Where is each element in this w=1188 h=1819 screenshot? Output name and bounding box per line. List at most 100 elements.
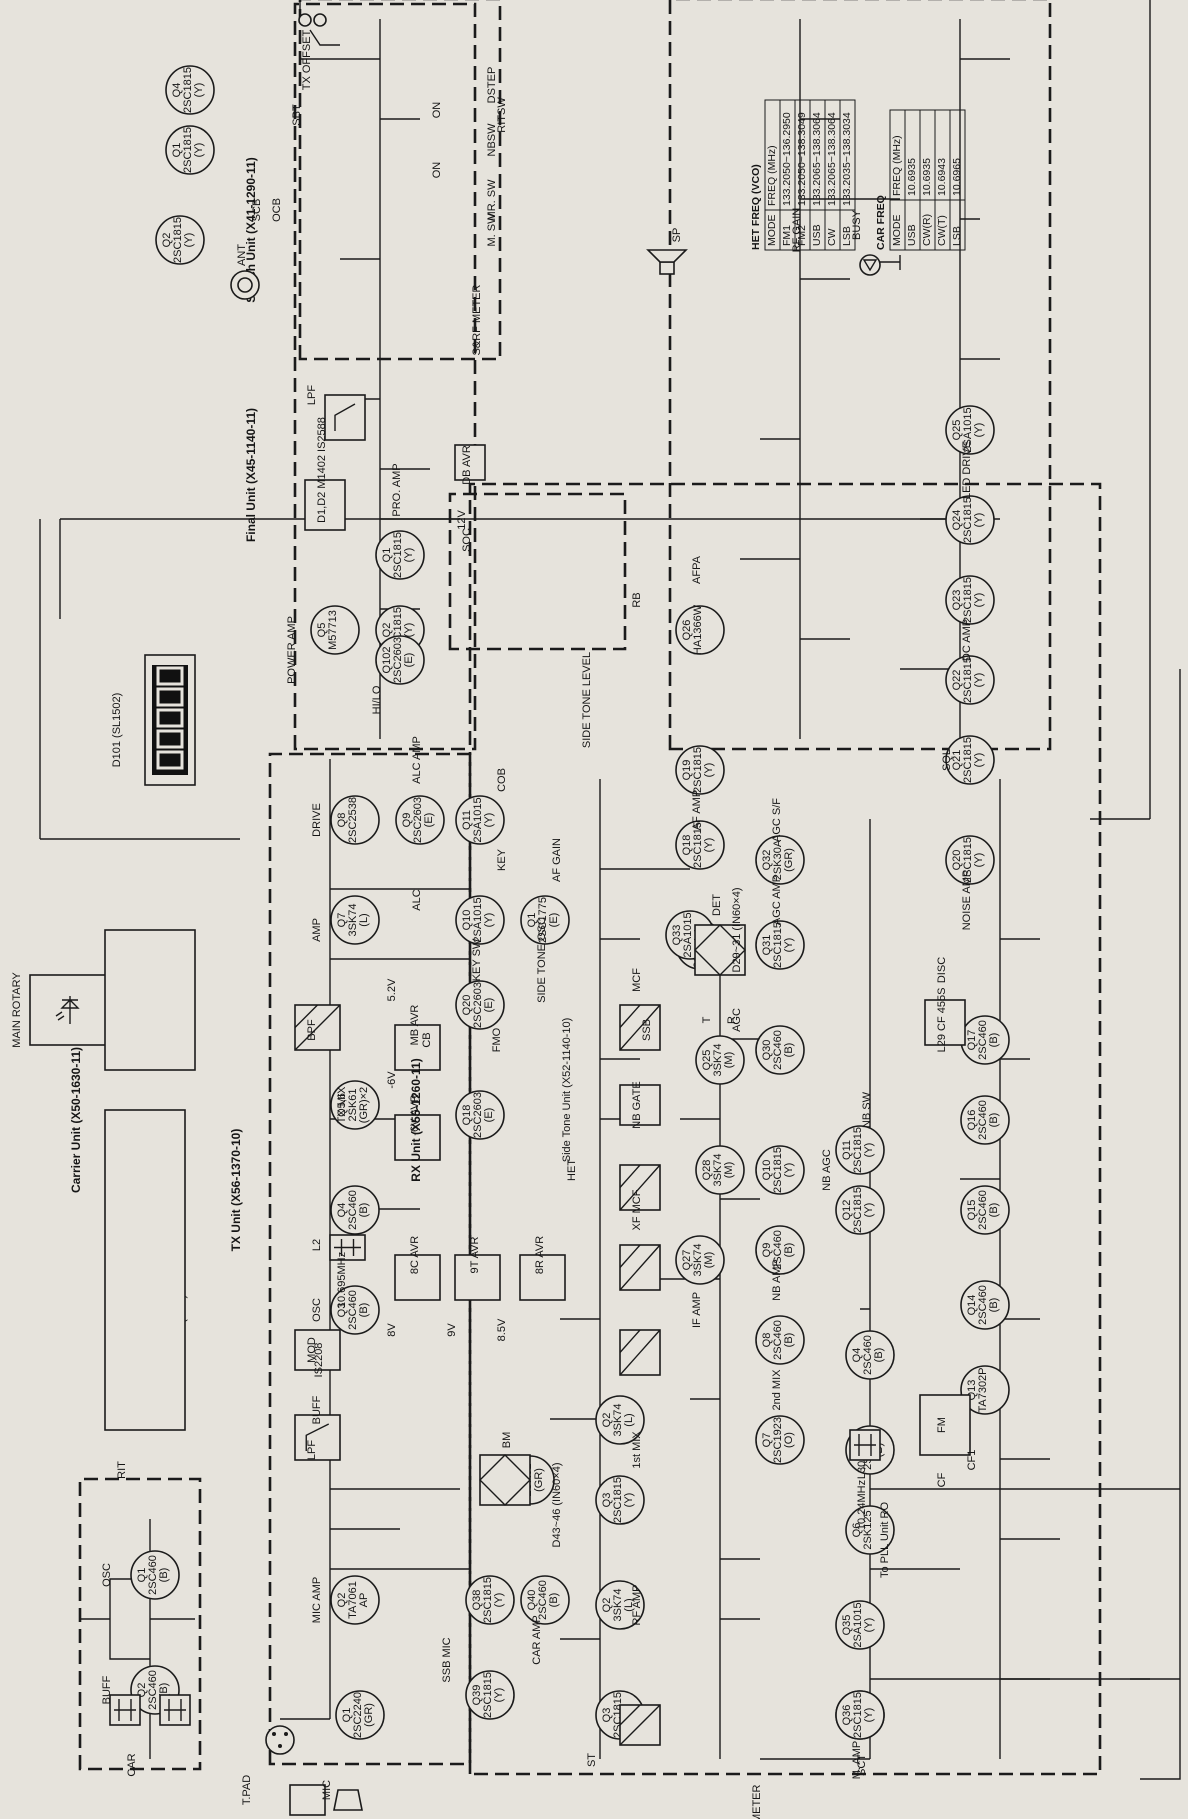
pro-amp-label: PRO. AMP xyxy=(391,463,403,516)
transistor-label: (Y) xyxy=(973,673,985,688)
table-cell: MODE xyxy=(766,215,778,247)
key-sw-label: KEY SW xyxy=(471,938,483,981)
transistor-label: (B) xyxy=(358,1303,370,1318)
transistor-label: (Y) xyxy=(863,1143,875,1158)
final-lpf-label: LPF xyxy=(306,385,318,405)
bm-bridge xyxy=(480,1455,530,1505)
het-label: HET xyxy=(566,1159,578,1181)
tpad-label: T.PAD xyxy=(241,1775,253,1805)
key-label: KEY xyxy=(496,848,508,871)
on-label-1: ON xyxy=(431,162,443,179)
transistor-label: (GR) xyxy=(533,1468,545,1492)
alc-label: ALC xyxy=(411,889,423,910)
transistor-label: M57713 xyxy=(327,610,339,650)
q5-power-amp: Q5M57713 xyxy=(311,606,359,654)
tx-lpf-label: LPF xyxy=(306,1440,318,1460)
cf-label: CF xyxy=(936,1472,948,1487)
q16-if-amp: Q162SC460(B) xyxy=(961,1096,1009,1144)
q18-cb-switch: Q182SC2603(E) xyxy=(456,1091,504,1139)
transistor-label: (Y) xyxy=(863,1203,875,1218)
transistor-label: (O) xyxy=(783,1432,795,1448)
avr-9t-label: 9T AVR xyxy=(469,1237,481,1274)
avr-8r-label: 8R AVR xyxy=(534,1236,546,1274)
transistor-label: (GR) xyxy=(363,1703,375,1727)
m-sw-label: M. SW xyxy=(486,213,498,247)
q12-nb-agc: Q122SC1815(Y) xyxy=(836,1186,884,1234)
final-unit-title: Final Unit (X45-1140-11) xyxy=(244,408,258,542)
q9-alc-amp: Q92SC2603(E) xyxy=(396,796,444,844)
sbt-label: SBT xyxy=(291,104,303,126)
if-amp-label: IF AMP xyxy=(691,1292,703,1328)
pll-unit-box xyxy=(105,1110,185,1430)
transistor-label: (Y) xyxy=(493,1688,505,1703)
table-cell: USB xyxy=(811,224,823,246)
q4-switch-unit: Q42SC1815(Y) xyxy=(166,66,214,114)
transistor-label: (Y) xyxy=(403,623,415,638)
m-amp-label: M. AMP xyxy=(851,1741,863,1780)
xtal-usb xyxy=(110,1695,140,1725)
ocb-label: OCB xyxy=(271,198,283,222)
table-cell: FM1 xyxy=(781,225,793,246)
table-title: CAR FREQ xyxy=(875,195,887,250)
cf-fm-filter xyxy=(290,1785,325,1815)
table-cell: 133.2035~138.3034 xyxy=(841,112,853,206)
q40-car-amp: Q402SC460(B) xyxy=(521,1576,569,1624)
transistor-label: (Y) xyxy=(973,423,985,438)
dc-amp-label: DC AMP xyxy=(961,619,973,661)
q8-drive: Q82SC2538 xyxy=(331,796,379,844)
det-label: DET xyxy=(711,894,723,916)
v12-label: 12V xyxy=(456,510,468,530)
carrier-buff-label: BUFF xyxy=(101,1675,113,1704)
table-cell: FREQ (MHz) xyxy=(891,135,903,196)
transistor-label: (B) xyxy=(988,1203,1000,1218)
q1-tx-mic-amp: Q12SC2240(GR) xyxy=(336,1691,384,1739)
q36-sct-switch: Q362SC1815(Y) xyxy=(836,1691,884,1739)
q8-nb-amp: Q82SC460(B) xyxy=(756,1316,804,1364)
q17-if-amp: Q172SC460(B) xyxy=(961,1016,1009,1064)
transistor-label: (L) xyxy=(358,913,370,926)
q30-buff: Q302SC460(B) xyxy=(756,1026,804,1074)
amp-label: AMP xyxy=(311,918,323,942)
transistor-label: (Y) xyxy=(193,83,205,98)
soc-label: SOC xyxy=(461,528,473,552)
st-label: ST xyxy=(586,1753,598,1767)
transistor-label: (B) xyxy=(783,1243,795,1258)
agc-amp-label: AGC AMP xyxy=(771,875,783,925)
t-label: T xyxy=(701,1016,713,1023)
q1-switch-unit: Q12SC1815(Y) xyxy=(166,126,214,174)
transistor-label: (M) xyxy=(723,1162,735,1179)
ant-label: ANT xyxy=(236,244,248,266)
v52-label: 5.2V xyxy=(386,978,398,1001)
table-cell: 133.2050~136.2950 xyxy=(781,112,793,206)
mcf-label: MCF xyxy=(631,968,643,992)
table-cell: FREQ (MHz) xyxy=(766,145,778,206)
rb-label: RB xyxy=(631,592,643,607)
tx-buff-label: BUFF xyxy=(311,1395,323,1424)
db-avr-label: DB AVR xyxy=(461,445,473,485)
avr-m6-label: -6V AVR xyxy=(409,1094,421,1135)
table-cell: LSB xyxy=(841,226,853,246)
table-cell: CW xyxy=(826,228,838,246)
table-cell: CW(R) xyxy=(921,214,933,246)
transistor-label: (Y) xyxy=(183,233,195,248)
rx-bpf-input xyxy=(620,1705,660,1745)
transistor-label: (B) xyxy=(988,1298,1000,1313)
bm-label: BM xyxy=(501,1432,513,1449)
transistor-label: (B) xyxy=(783,1333,795,1348)
table-cell: USB xyxy=(906,224,918,246)
sp-label: SP xyxy=(671,228,683,243)
transistor-label: HA1366W xyxy=(692,604,704,655)
transistor-label: (Y) xyxy=(483,913,495,928)
ssb-mic-label: SSB MIC xyxy=(441,1637,453,1682)
diodes-d29-label: D29~31 (IN60×4) xyxy=(731,888,743,973)
mic-jack-icon xyxy=(334,1790,362,1810)
q2-switch-unit: Q22SC1815(Y) xyxy=(156,216,204,264)
table-cell: MODE xyxy=(891,215,903,247)
